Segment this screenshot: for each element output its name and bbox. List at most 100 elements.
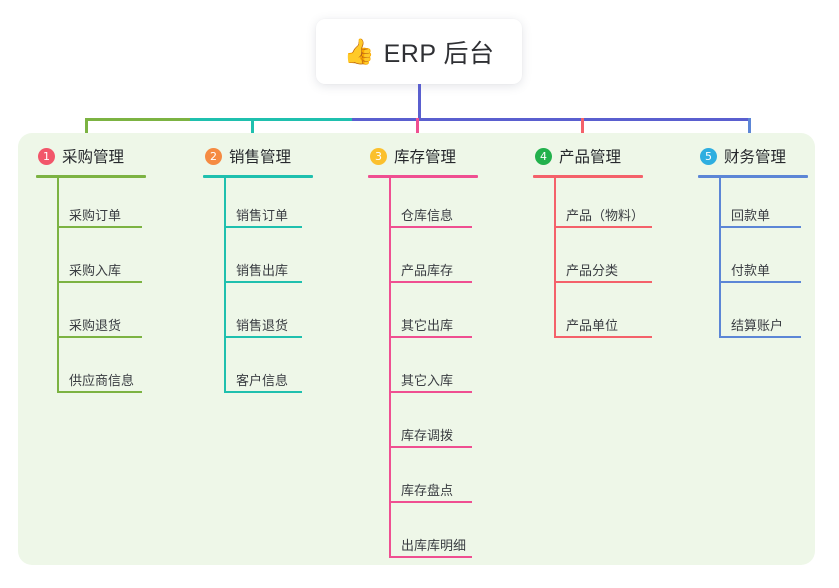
branch-header-1[interactable]: 1 采购管理	[36, 144, 146, 168]
leaf-node-label: 采购订单	[69, 208, 122, 223]
hbar-segment-4	[416, 118, 593, 121]
leaf-node-label: 供应商信息	[69, 373, 135, 388]
leaf-node-rule	[389, 391, 472, 393]
branch-title: 库存管理	[394, 149, 457, 166]
leaf-node-rule	[389, 556, 472, 558]
leaf-node-rule	[719, 336, 801, 338]
branch-title: 产品管理	[559, 149, 622, 166]
leaf-node[interactable]: 产品单位	[533, 288, 652, 343]
leaf-node-label: 库存调拨	[401, 428, 454, 443]
leaf-node-rule	[389, 226, 472, 228]
branch-leaf-list: 采购订单采购入库采购退货供应商信息	[36, 178, 146, 398]
hbar-segment-1	[85, 118, 190, 121]
leaf-node-rule	[719, 226, 801, 228]
branch-trunk-line	[224, 178, 226, 393]
branches-panel	[18, 133, 815, 565]
branch-number-badge: 2	[205, 147, 222, 165]
leaf-node[interactable]: 结算账户	[698, 288, 808, 343]
leaf-node-label: 采购退货	[69, 318, 122, 333]
leaf-node-rule	[719, 281, 801, 283]
branch-header-3[interactable]: 3 库存管理	[368, 144, 478, 168]
branch-number-badge: 4	[535, 147, 552, 165]
root-stem-connector	[418, 84, 421, 120]
leaf-node-rule	[554, 226, 652, 228]
leaf-node-rule	[224, 281, 302, 283]
leaf-node-rule	[57, 226, 142, 228]
leaf-node-label: 产品单位	[566, 318, 619, 333]
leaf-node[interactable]: 出库库明细	[368, 508, 478, 563]
branch-leaf-list: 仓库信息产品库存其它出库其它入库库存调拨库存盘点出库库明细	[368, 178, 478, 563]
branch-header-rule	[203, 175, 313, 178]
branch-number-badge: 3	[370, 147, 387, 165]
leaf-node-rule	[389, 281, 472, 283]
branch-header-rule	[698, 175, 808, 178]
leaf-node-label: 产品分类	[566, 263, 619, 278]
leaf-node-label: 销售退货	[236, 318, 289, 333]
leaf-node[interactable]: 回款单	[698, 178, 808, 233]
leaf-node[interactable]: 库存调拨	[368, 398, 478, 453]
leaf-node-label: 回款单	[731, 208, 771, 223]
hbar-segment-5	[593, 118, 750, 121]
leaf-node-label: 付款单	[731, 263, 771, 278]
leaf-node-rule	[224, 391, 302, 393]
branch-title: 采购管理	[62, 149, 125, 166]
leaf-node-label: 销售订单	[236, 208, 289, 223]
leaf-node-label: 产品（物料）	[566, 208, 645, 223]
leaf-node-rule	[554, 281, 652, 283]
branch-column-4: 4 产品管理产品（物料） 产品分类产品单位	[533, 144, 652, 343]
hbar-segment-3	[352, 118, 416, 121]
leaf-node[interactable]: 其它出库	[368, 288, 478, 343]
branch-trunk-line	[57, 178, 59, 393]
branch-leaf-list: 销售订单销售出库销售退货客户信息	[203, 178, 313, 398]
branch-number-badge: 1	[38, 147, 55, 165]
branch-header-4[interactable]: 4 产品管理	[533, 144, 643, 168]
leaf-node[interactable]: 采购退货	[36, 288, 146, 343]
leaf-node-label: 其它出库	[401, 318, 454, 333]
leaf-node[interactable]: 采购入库	[36, 233, 146, 288]
leaf-node-rule	[224, 336, 302, 338]
leaf-node-rule	[57, 281, 142, 283]
leaf-node-rule	[389, 501, 472, 503]
leaf-node[interactable]: 其它入库	[368, 343, 478, 398]
drop-connector-2	[251, 118, 254, 140]
leaf-node-label: 其它入库	[401, 373, 454, 388]
branch-column-3: 3 库存管理仓库信息产品库存其它出库其它入库库存调拨库存盘点出库库明细	[368, 144, 478, 563]
branch-column-2: 2 销售管理销售订单销售出库销售退货客户信息	[203, 144, 313, 398]
leaf-node[interactable]: 客户信息	[203, 343, 313, 398]
leaf-node[interactable]: 销售退货	[203, 288, 313, 343]
leaf-node[interactable]: 销售订单	[203, 178, 313, 233]
branch-header-rule	[368, 175, 478, 178]
branch-column-1: 1 采购管理采购订单采购入库采购退货供应商信息	[36, 144, 146, 398]
branch-header-2[interactable]: 2 销售管理	[203, 144, 313, 168]
leaf-node[interactable]: 仓库信息	[368, 178, 478, 233]
leaf-node-rule	[389, 446, 472, 448]
leaf-node[interactable]: 付款单	[698, 233, 808, 288]
leaf-node-label: 客户信息	[236, 373, 289, 388]
branch-number-badge: 5	[700, 147, 717, 165]
branch-leaf-list: 回款单付款单结算账户	[698, 178, 808, 343]
leaf-node-label: 出库库明细	[401, 538, 467, 553]
leaf-node-label: 采购入库	[69, 263, 122, 278]
drop-connector-5	[748, 118, 751, 140]
branch-trunk-line	[719, 178, 721, 338]
leaf-node-label: 库存盘点	[401, 483, 454, 498]
leaf-node[interactable]: 库存盘点	[368, 453, 478, 508]
leaf-node[interactable]: 销售出库	[203, 233, 313, 288]
leaf-node[interactable]: 产品分类	[533, 233, 652, 288]
branch-header-rule	[36, 175, 146, 178]
leaf-node[interactable]: 产品库存	[368, 233, 478, 288]
leaf-node-rule	[389, 336, 472, 338]
leaf-node-rule	[57, 391, 142, 393]
root-node-card[interactable]: 👍 ERP 后台	[316, 19, 522, 84]
leaf-node[interactable]: 供应商信息	[36, 343, 146, 398]
leaf-node[interactable]: 采购订单	[36, 178, 146, 233]
leaf-node-label: 仓库信息	[401, 208, 454, 223]
page-title: ERP 后台	[383, 39, 495, 68]
drop-connector-4	[581, 118, 584, 140]
leaf-node[interactable]: 产品（物料）	[533, 178, 652, 233]
branch-title: 销售管理	[229, 149, 292, 166]
branch-header-rule	[533, 175, 643, 178]
